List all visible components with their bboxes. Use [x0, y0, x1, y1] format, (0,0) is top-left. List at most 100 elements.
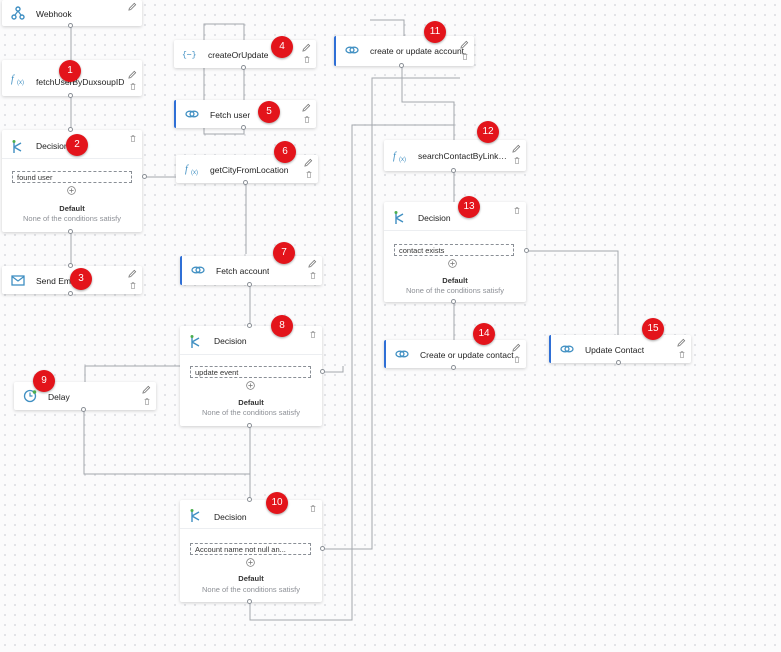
create-or-update-node[interactable]: {∼} createOrUpdate: [174, 40, 316, 68]
update-contact-node[interactable]: Update Contact: [549, 335, 691, 363]
trash-icon[interactable]: [309, 504, 317, 513]
port[interactable]: [241, 125, 246, 130]
trash-icon[interactable]: [513, 355, 521, 364]
edit-icon[interactable]: [128, 269, 137, 278]
port[interactable]: [451, 365, 456, 370]
port[interactable]: [616, 360, 621, 365]
add-condition-icon[interactable]: [246, 558, 255, 567]
edit-icon[interactable]: [302, 43, 311, 52]
webhook-output-port[interactable]: [68, 23, 73, 28]
edit-icon[interactable]: [302, 103, 311, 112]
edit-icon[interactable]: [142, 385, 151, 394]
node-title: Update Contact: [585, 345, 645, 355]
condition-update-event[interactable]: update event: [190, 366, 311, 378]
port[interactable]: [68, 263, 73, 268]
node-title: Fetch user: [210, 110, 251, 120]
badge-10: 10: [266, 492, 288, 514]
decision-node-3[interactable]: Decision Account name not null an... Def…: [180, 500, 322, 602]
fetch-user-node[interactable]: Fetch user: [174, 100, 316, 128]
default-branch-subtitle: None of the conditions satisfy: [202, 585, 300, 594]
trash-icon[interactable]: [305, 170, 313, 179]
port[interactable]: [320, 546, 325, 551]
port[interactable]: [451, 168, 456, 173]
port[interactable]: [247, 323, 252, 328]
port[interactable]: [68, 291, 73, 296]
node-title: Decision: [418, 213, 451, 223]
trash-icon[interactable]: [129, 82, 137, 91]
trash-icon[interactable]: [678, 350, 686, 359]
badge-9: 9: [33, 370, 55, 392]
function-icon: f(x): [393, 151, 406, 163]
port[interactable]: [247, 282, 252, 287]
default-branch-label: Default: [238, 574, 264, 583]
trash-icon[interactable]: [143, 397, 151, 406]
decision-node-4[interactable]: Decision contact exists Default None of …: [384, 202, 526, 302]
badge-11: 11: [424, 21, 446, 43]
badge-8: 8: [271, 315, 293, 337]
port[interactable]: [320, 369, 325, 374]
trash-icon[interactable]: [129, 134, 137, 143]
decision-node-2[interactable]: Decision update event Default None of th…: [180, 326, 322, 426]
port[interactable]: [247, 497, 252, 502]
condition-found-user[interactable]: found user: [12, 171, 132, 183]
port[interactable]: [142, 174, 147, 179]
default-branch-label: Default: [59, 204, 85, 213]
edit-icon[interactable]: [677, 338, 686, 347]
edit-icon[interactable]: [460, 40, 469, 49]
webhook-icon: [11, 6, 25, 20]
svg-text:(x): (x): [399, 157, 406, 163]
port[interactable]: [68, 93, 73, 98]
edit-icon[interactable]: [512, 144, 521, 153]
port[interactable]: [399, 63, 404, 68]
edit-icon[interactable]: [128, 2, 137, 11]
port[interactable]: [241, 65, 246, 70]
trash-icon[interactable]: [513, 156, 521, 165]
svg-text:(x): (x): [191, 170, 198, 176]
link-icon: [185, 110, 199, 118]
svg-text:f: f: [11, 74, 15, 85]
trash-icon[interactable]: [129, 281, 137, 290]
port[interactable]: [81, 407, 86, 412]
trash-icon[interactable]: [461, 52, 469, 61]
trash-icon[interactable]: [309, 330, 317, 339]
condition-contact-exists[interactable]: contact exists: [394, 244, 514, 256]
link-icon: [395, 350, 409, 358]
port[interactable]: [247, 599, 252, 604]
trash-icon[interactable]: [303, 55, 311, 64]
fetch-account-node[interactable]: Fetch account: [180, 256, 322, 285]
add-condition-icon[interactable]: [246, 381, 255, 390]
node-title: searchContactByLinke...: [418, 151, 510, 161]
port[interactable]: [68, 229, 73, 234]
port[interactable]: [451, 299, 456, 304]
edit-icon[interactable]: [304, 158, 313, 167]
badge-13: 13: [458, 196, 480, 218]
edit-icon[interactable]: [512, 343, 521, 352]
link-icon: [345, 46, 359, 54]
decision-icon: [190, 509, 200, 522]
badge-7: 7: [273, 242, 295, 264]
search-contact-node[interactable]: f(x) searchContactByLinke...: [384, 140, 526, 171]
port[interactable]: [247, 423, 252, 428]
add-condition-icon[interactable]: [67, 186, 76, 195]
trash-icon[interactable]: [513, 206, 521, 215]
svg-text:{∼}: {∼}: [182, 51, 196, 60]
trash-icon[interactable]: [303, 115, 311, 124]
decision-icon: [394, 211, 404, 224]
edit-icon[interactable]: [128, 70, 137, 79]
create-update-contact-node[interactable]: Create or update contact: [384, 340, 526, 368]
create-update-account-node[interactable]: create or update account: [334, 36, 474, 66]
port[interactable]: [524, 248, 529, 253]
port[interactable]: [243, 180, 248, 185]
add-condition-icon[interactable]: [448, 259, 457, 268]
mail-icon: [11, 275, 25, 286]
webhook-node[interactable]: Webhook: [2, 0, 142, 26]
badge-12: 12: [477, 121, 499, 143]
code-icon: {∼}: [182, 51, 196, 60]
condition-account-name[interactable]: Account name not null an...: [190, 543, 311, 555]
get-city-node[interactable]: f(x) getCityFromLocation: [176, 155, 318, 183]
port[interactable]: [68, 127, 73, 132]
clock-icon: [23, 389, 37, 403]
edit-icon[interactable]: [308, 259, 317, 268]
trash-icon[interactable]: [309, 271, 317, 280]
